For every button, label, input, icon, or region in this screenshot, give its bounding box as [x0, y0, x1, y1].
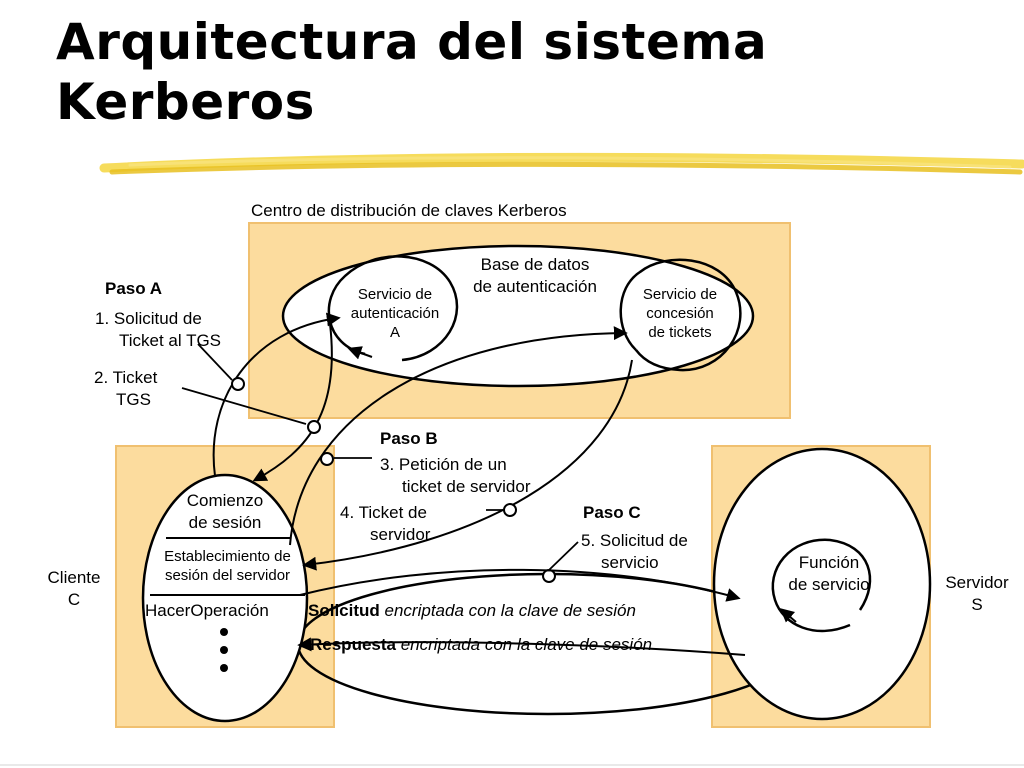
pointer-step-5-dot [542, 569, 556, 583]
login-label: Comienzo de sesión [160, 490, 290, 534]
pointer-step-5 [548, 541, 579, 571]
session-setup-label: Establecimiento de sesión del servidor [140, 547, 315, 585]
step-3-line-1: 3. Petición de un [380, 455, 507, 474]
step-2-line-2: TGS [116, 390, 151, 409]
as-line-3: A [389, 324, 400, 341]
title-line-1: Arquitectura del sistema [56, 13, 768, 71]
bottom-rule [0, 764, 1024, 766]
db-line-2: de autenticación [473, 277, 597, 296]
request-label: Solicitud encriptada con la clave de ses… [308, 600, 636, 622]
pointer-step-2-dot [307, 420, 321, 434]
step-4-label: 4. Ticket de servidor [340, 502, 430, 546]
func-line-1: Función [798, 553, 860, 572]
step-2-label: 2. Ticket TGS [94, 367, 157, 411]
do-operation-label: HacerOperación [145, 601, 269, 620]
login-line-1: Comienzo [186, 491, 264, 510]
step-5-label: 5. Solicitud de servicio [581, 530, 688, 574]
server-line-1: Servidor [945, 573, 1009, 592]
setup-line-2: sesión del servidor [164, 567, 291, 584]
service-function-arrow [779, 608, 797, 623]
tgs-line-1: Servicio de [642, 286, 718, 303]
client-dot-3 [220, 664, 228, 672]
kdc-label: Centro de distribución de claves Kerbero… [251, 201, 567, 220]
func-line-2: de servicio [788, 575, 870, 594]
tgs-line-2: concesión [646, 305, 714, 322]
as-line-1: Servicio de [357, 286, 433, 303]
as-line-2: autenticación [350, 305, 440, 322]
login-line-2: de sesión [188, 513, 262, 532]
step-1-label: 1. Solicitud de Ticket al TGS [95, 308, 221, 352]
tgs-label: Servicio de concesión de tickets [625, 285, 735, 342]
arrow-step-4 [302, 359, 633, 571]
paso-a-label: Paso A [105, 279, 163, 298]
arrow-step-1 [212, 312, 341, 477]
step-2-line-1: 2. Ticket [94, 368, 158, 387]
paso-b-label: Paso B [380, 429, 438, 448]
paso-c-label: Paso C [583, 503, 641, 522]
server-ellipse [712, 447, 932, 721]
response-label: Respuesta encriptada con la clave de ses… [310, 634, 652, 656]
setup-line-1: Establecimiento de [164, 548, 291, 565]
arrow-response [297, 637, 746, 656]
response-bold: Respuesta [310, 635, 396, 654]
as-circle-arrow [347, 346, 373, 360]
request-bold: Solicitud [308, 601, 380, 620]
db-line-1: Base de datos [480, 255, 590, 274]
tgs-circle [619, 258, 742, 372]
pointer-step-4-dot [503, 503, 517, 517]
client-line-1: Cliente [47, 568, 101, 587]
client-dot-2 [220, 646, 228, 654]
pointer-step-1 [197, 343, 233, 381]
pointer-step-3-dot [320, 452, 334, 466]
client-dot-1 [220, 628, 228, 636]
as-label: Servicio de autenticación A [333, 285, 457, 342]
step-3-label: 3. Petición de un ticket de servidor [380, 454, 531, 498]
client-ellipse [141, 473, 309, 723]
step-1-line-2: Ticket al TGS [119, 331, 222, 350]
request-rest: encriptada con la clave de sesión [384, 601, 636, 620]
auth-database-label: Base de datos de autenticación [450, 254, 620, 298]
server-line-2: S [971, 595, 983, 614]
step-1-line-1: 1. Solicitud de [95, 309, 202, 328]
title-highlight [99, 152, 1024, 175]
client-label: Cliente C [32, 567, 116, 611]
arrow-request [299, 568, 741, 602]
step-3-line-2: ticket de servidor [402, 477, 531, 496]
arrow-step-3 [289, 326, 628, 546]
service-function-label: Función de servicio [773, 552, 885, 596]
pointer-step-1-dot [231, 377, 245, 391]
response-rest: encriptada con la clave de sesión [400, 635, 653, 654]
step-5-line-2: servicio [601, 553, 659, 572]
title-line-2: Kerberos [56, 73, 315, 131]
service-function-circle [771, 538, 872, 633]
server-label: Servidor S [930, 572, 1024, 616]
pointer-step-2 [181, 387, 307, 425]
client-line-2: C [67, 590, 81, 609]
step-5-line-1: 5. Solicitud de [581, 531, 688, 550]
step-4-line-1: 4. Ticket de [340, 503, 427, 522]
step-4-line-2: servidor [370, 525, 431, 544]
tgs-line-3: de tickets [648, 324, 712, 341]
slide-title: Arquitectura del sistema Kerberos [56, 12, 767, 132]
